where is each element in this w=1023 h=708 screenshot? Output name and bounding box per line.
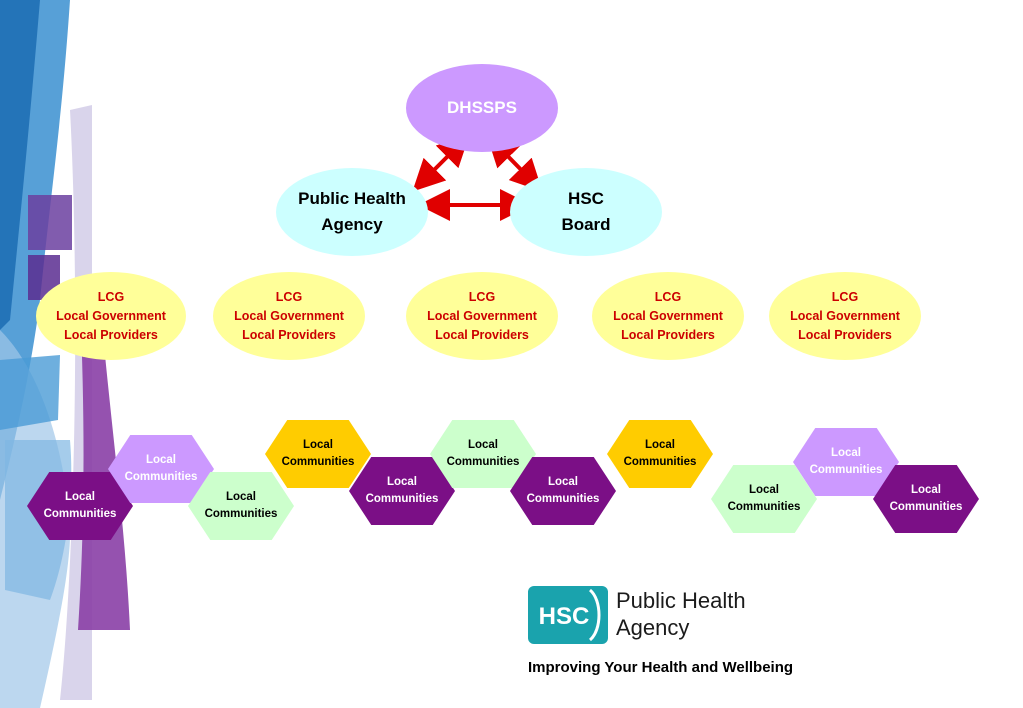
lcg-line: Local Government xyxy=(234,308,344,323)
node-line: Board xyxy=(561,215,611,234)
hex-line: Communities xyxy=(204,508,278,520)
lcg-line: LCG xyxy=(468,289,496,304)
lcg-line: Local Providers xyxy=(64,327,158,342)
hex-line: Communities xyxy=(889,501,963,513)
hex-line: Communities xyxy=(727,501,801,513)
logo-name-line-1: Public Health xyxy=(616,588,746,613)
lcg-node-1: LCG Local Government Local Providers xyxy=(36,272,186,360)
hex-line: Local xyxy=(830,447,862,459)
public-health-agency-node: Public Health Agency xyxy=(276,168,428,256)
community-hex: Local Communities xyxy=(27,472,133,540)
lcg-line: Local Government xyxy=(56,308,166,323)
lcg-line: LCG xyxy=(97,289,125,304)
hex-line: Communities xyxy=(623,456,697,468)
community-hex: Local Communities xyxy=(510,457,616,525)
community-hex: Local Communities xyxy=(430,420,536,488)
community-hex: Local Communities xyxy=(265,420,371,488)
community-hex: Local Communities xyxy=(873,465,979,533)
lcg-node-3: LCG Local Government Local Providers xyxy=(406,272,558,360)
community-hex: Local Communities xyxy=(607,420,713,488)
hex-line: Communities xyxy=(526,493,600,505)
community-hex: Local Communities xyxy=(108,435,214,503)
hex-line: Local xyxy=(748,484,780,496)
lcg-line: Local Providers xyxy=(435,327,529,342)
hex-line: Communities xyxy=(446,456,520,468)
lcg-line: Local Providers xyxy=(621,327,715,342)
hex-line: Local xyxy=(547,476,579,488)
dhssps-node: DHSSPS xyxy=(406,64,558,152)
node-line: Agency xyxy=(321,215,383,234)
tagline: Improving Your Health and Wellbeing xyxy=(528,659,794,676)
hsc-badge-icon: HSC xyxy=(528,586,608,644)
hex-line: Local xyxy=(910,484,942,496)
badge-text: HSC xyxy=(539,603,590,630)
hex-line: Communities xyxy=(365,493,439,505)
hex-line: Communities xyxy=(809,464,883,476)
community-hex: Local Communities xyxy=(349,457,455,525)
hex-line: Communities xyxy=(43,508,117,520)
hex-line: Local xyxy=(64,491,96,503)
lcg-line: LCG xyxy=(275,289,303,304)
lcg-line: LCG xyxy=(654,289,682,304)
lcg-node-5: LCG Local Government Local Providers xyxy=(769,272,921,360)
community-hex: Local Communities xyxy=(188,472,294,540)
logo-name-line-2: Agency xyxy=(616,615,690,640)
lcg-line: Local Providers xyxy=(242,327,336,342)
lcg-node-2: LCG Local Government Local Providers xyxy=(213,272,365,360)
node-line: Public Health xyxy=(298,189,406,208)
hex-line: Local xyxy=(302,439,334,451)
lcg-line: Local Government xyxy=(790,308,900,323)
hex-line: Local xyxy=(225,491,257,503)
hex-line: Communities xyxy=(124,471,198,483)
hex-line: Local xyxy=(145,454,177,466)
hex-line: Local xyxy=(386,476,418,488)
node-line: HSC xyxy=(568,189,604,208)
hex-line: Communities xyxy=(281,456,355,468)
community-hex: Local Communities xyxy=(711,465,817,533)
hsc-board-node: HSC Board xyxy=(510,168,662,256)
lcg-node-4: LCG Local Government Local Providers xyxy=(592,272,744,360)
lcg-line: LCG xyxy=(831,289,859,304)
lcg-line: Local Government xyxy=(427,308,537,323)
dhssps-label: DHSSPS xyxy=(447,98,517,117)
decorative-background xyxy=(0,0,130,708)
lcg-line: Local Government xyxy=(613,308,723,323)
community-hex: Local Communities xyxy=(793,428,899,496)
hsc-logo: HSC Public Health Agency xyxy=(528,586,768,646)
lcg-line: Local Providers xyxy=(798,327,892,342)
hex-line: Local xyxy=(644,439,676,451)
hex-line: Local xyxy=(467,439,499,451)
